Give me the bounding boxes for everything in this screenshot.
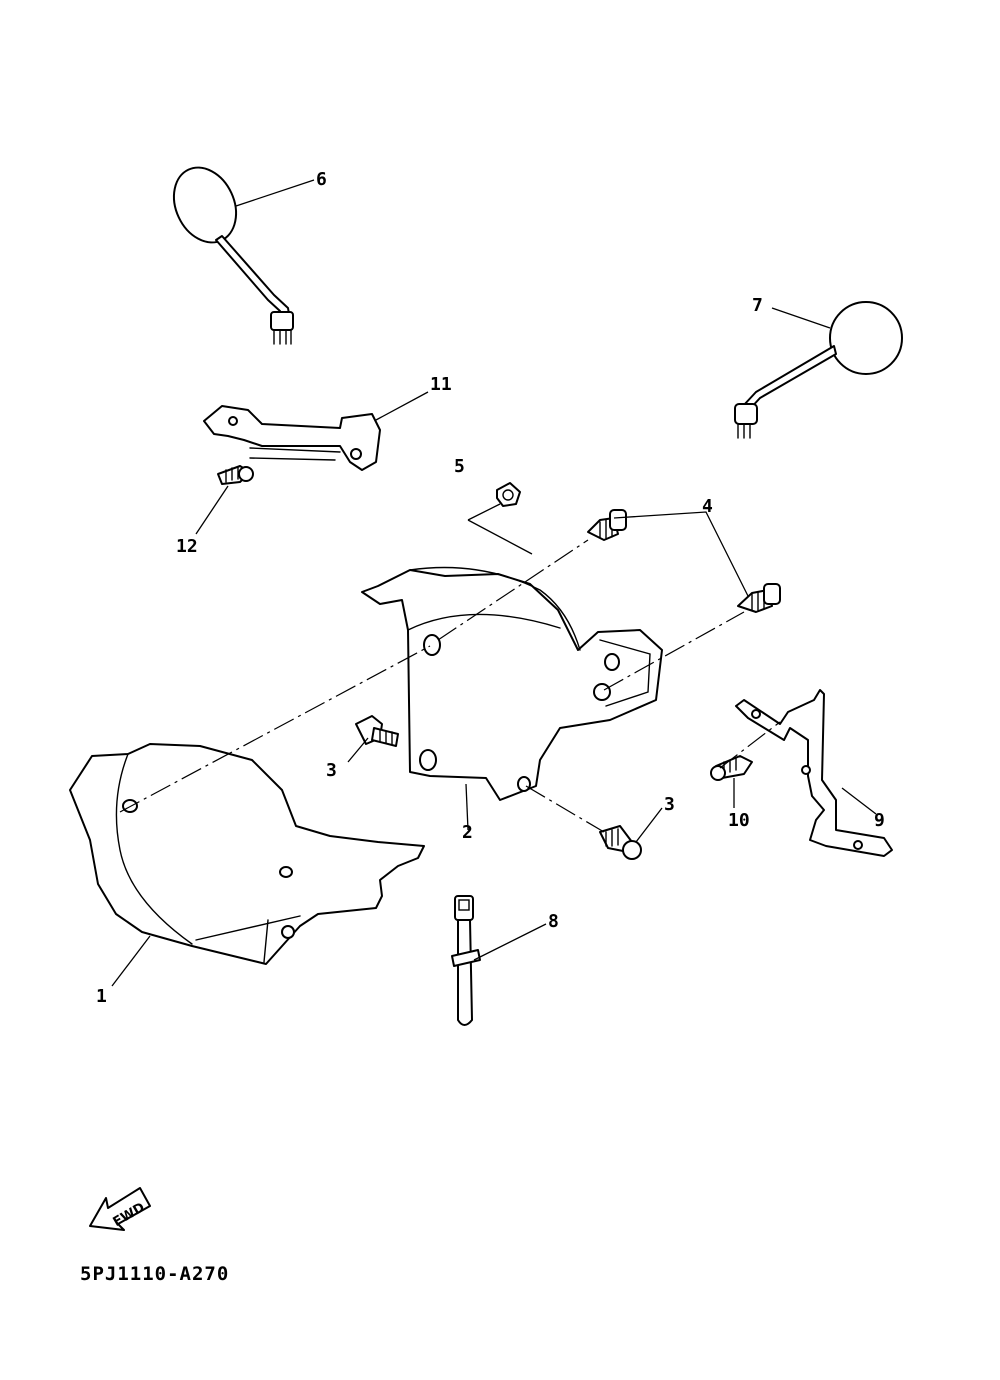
center-cover — [361, 566, 663, 801]
leader-lines — [111, 179, 877, 987]
callout-11: 11 — [430, 374, 452, 395]
callout-9: 9 — [874, 810, 885, 831]
callout-7: 7 — [752, 295, 763, 316]
callout-6: 6 — [316, 169, 327, 190]
front-cover — [69, 743, 425, 965]
screw-4-lower — [737, 583, 781, 613]
callout-2: 2 — [462, 822, 473, 843]
diagram-code: 5PJ1110-A270 — [80, 1263, 229, 1285]
bracket-left — [203, 405, 381, 471]
screw-3-right — [599, 825, 642, 860]
callout-5: 5 — [454, 456, 465, 477]
callout-numbers: 1 2 3 3 4 5 6 7 8 9 10 11 12 — [96, 169, 885, 1007]
callout-1: 1 — [96, 986, 107, 1007]
callout-10: 10 — [728, 810, 750, 831]
callout-3-left: 3 — [326, 760, 337, 781]
mirror-left — [172, 166, 294, 345]
mirror-right — [734, 301, 903, 439]
nut-5 — [496, 482, 521, 507]
fwd-arrow-icon: FWD — [89, 1187, 151, 1231]
callout-3-right: 3 — [664, 794, 675, 815]
callout-8: 8 — [548, 911, 559, 932]
callout-4: 4 — [702, 496, 713, 517]
screw-4-upper — [587, 509, 627, 541]
bracket-right — [735, 689, 893, 857]
cable-strap — [451, 895, 481, 1026]
screw-12 — [217, 465, 254, 485]
screw-10 — [710, 755, 753, 781]
callout-12: 12 — [176, 536, 198, 557]
screw-3-left — [355, 715, 399, 747]
